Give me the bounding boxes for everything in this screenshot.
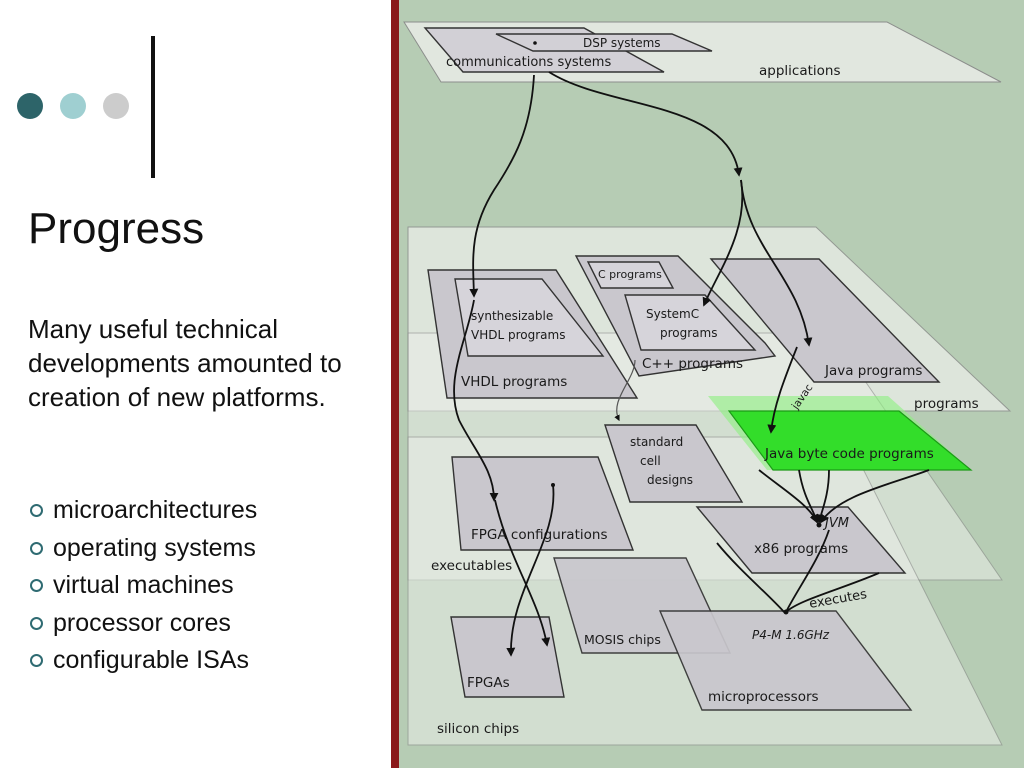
arrow-bytecode-to-jvm-3 — [819, 469, 930, 524]
label-systemc-line2: programs — [660, 326, 717, 340]
arrow-comms-to-java — [548, 71, 743, 177]
bullet-text: microarchitectures — [53, 496, 258, 524]
box-synthesizable-vhdl — [454, 278, 605, 357]
label-programs: programs — [914, 396, 979, 412]
box-dsp-systems — [495, 33, 713, 52]
slide-intro-text: Many useful technical developments amoun… — [28, 314, 342, 412]
label-c-programs: C programs — [598, 268, 662, 281]
decor-dot-dark — [17, 93, 43, 119]
dot-p4m — [783, 609, 789, 615]
arrow-bytecode-to-jvm-2 — [816, 469, 830, 524]
bullet-text: operating systems — [53, 533, 256, 562]
arrow-synth-to-fpga-config — [453, 299, 499, 502]
bullet-ring-icon — [30, 616, 43, 630]
box-standard-cell-designs — [604, 424, 744, 503]
label-applications: applications — [759, 63, 841, 79]
dot-fpga-config — [551, 483, 555, 487]
decor-dot-light — [103, 93, 129, 119]
arrow-bytecode-to-jvm-4 — [758, 469, 818, 524]
label-synth-line1: synthesizable — [471, 309, 553, 323]
label-std-line2: cell — [640, 454, 661, 468]
box-java-programs — [709, 258, 941, 383]
label-java-programs: Java programs — [824, 363, 922, 379]
arrow-x86-to-p4m-2 — [785, 572, 880, 613]
diagram-arrows — [453, 71, 930, 657]
dot-jvm — [816, 522, 822, 528]
box-java-bytecode — [727, 410, 973, 471]
arrow-comms-to-synth — [469, 74, 535, 298]
decor-dot-mid — [60, 93, 86, 119]
label-executables: executables — [431, 558, 512, 574]
label-x86-programs: x86 programs — [754, 541, 848, 557]
box-fpga-configurations — [451, 456, 635, 551]
arrow-javac — [767, 346, 798, 434]
arrow-jvm-to-p4m — [785, 529, 830, 613]
bullet-ring-icon — [30, 541, 43, 555]
slide-divider — [391, 0, 399, 768]
label-silicon-chips: silicon chips — [437, 721, 519, 737]
box-fpgas — [450, 616, 565, 698]
bullet-item: processor cores — [28, 605, 257, 643]
label-java-bytecode: Java byte code programs — [764, 446, 934, 462]
bullet-item: microarchitectures — [28, 492, 257, 530]
bullet-text: processor cores — [53, 608, 231, 637]
arrow-to-systemc — [702, 179, 744, 307]
label-dsp-systems: DSP systems — [583, 36, 661, 50]
bullet-text: virtual machines — [53, 571, 234, 599]
label-fpgas: FPGAs — [467, 675, 510, 691]
bullet-list: microarchitectures operating systems vir… — [28, 492, 257, 680]
box-systemc-programs — [624, 294, 757, 351]
label-mosis-chips: MOSIS chips — [584, 632, 661, 647]
bullet-text: configurable ISAs — [53, 646, 249, 674]
box-x86-programs — [695, 506, 907, 574]
platform-diagram: applications programs executables silico… — [399, 0, 1024, 768]
bullet-item: configurable ISAs — [28, 642, 257, 680]
box-microprocessors — [658, 610, 913, 711]
bullet-ring-icon — [30, 579, 43, 592]
label-cpp-programs: C++ programs — [642, 356, 743, 372]
label-microprocessors: microprocessors — [708, 689, 819, 705]
bullet-ring-icon — [30, 654, 43, 667]
label-p4m: P4-M 1.6GHz — [752, 628, 830, 642]
label-vhdl-programs: VHDL programs — [461, 374, 567, 390]
label-std-line1: standard — [630, 435, 683, 449]
label-jvm: JVM — [822, 516, 849, 531]
decor-vertical-line — [151, 36, 155, 178]
box-c-programs — [586, 261, 675, 289]
arrow-to-standard-cell — [614, 359, 636, 422]
arrow-config-to-fpgas-2 — [494, 499, 551, 647]
arrow-to-java-programs — [740, 179, 813, 347]
bullet-item: operating systems — [28, 530, 257, 568]
label-systemc-line1: SystemC — [646, 307, 699, 321]
arrow-x86-to-p4m-1 — [716, 542, 785, 613]
arrow-config-to-fpgas — [506, 484, 555, 657]
label-communications-systems: communications systems — [446, 55, 611, 70]
bullet-ring-icon — [30, 504, 43, 517]
label-std-line3: designs — [647, 473, 693, 487]
dot-dsp — [533, 41, 537, 45]
label-fpga-configurations: FPGA configurations — [471, 527, 607, 543]
platform-diagram-svg: applications programs executables silico… — [399, 0, 1024, 768]
bullet-item: virtual machines — [28, 567, 257, 605]
slide-title: Progress — [28, 204, 205, 253]
label-synth-line2: VHDL programs — [471, 328, 565, 342]
